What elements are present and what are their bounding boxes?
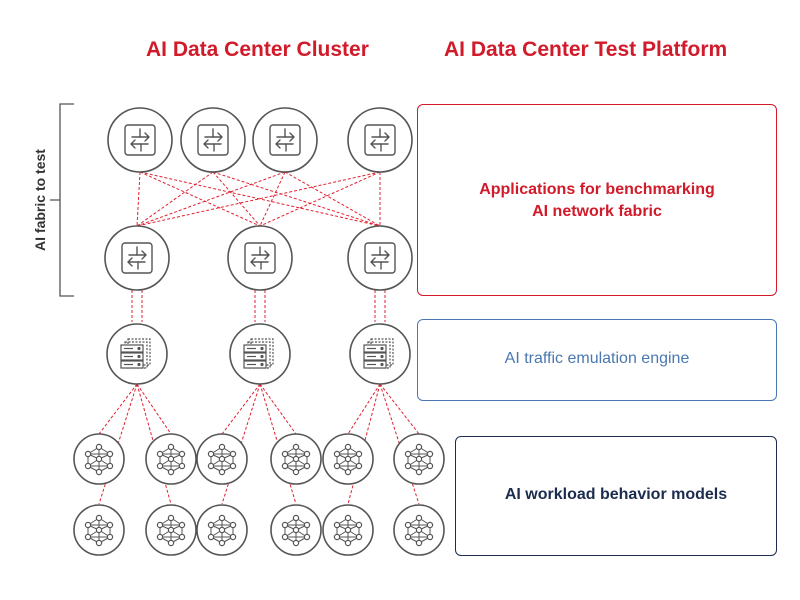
- workload-label: AI workload behavior models: [504, 486, 728, 503]
- neural-network-icon: [404, 443, 434, 476]
- workload-node: [270, 433, 322, 485]
- server-stack-icon: [120, 338, 151, 369]
- neural-network-icon: [404, 514, 434, 547]
- neural-network-icon: [84, 443, 114, 476]
- fabric-link: [136, 171, 286, 227]
- neural-network-icon: [333, 514, 363, 547]
- spine-switch-node: [107, 107, 173, 173]
- fabric-link: [284, 171, 381, 227]
- server-workload-link: [136, 383, 172, 435]
- switch-icon: [244, 242, 276, 274]
- neural-network-icon: [333, 443, 363, 476]
- fabric-bracket-line: [50, 103, 74, 297]
- neural-network-icon: [156, 443, 186, 476]
- switch-icon: [197, 124, 229, 156]
- platform-heading: AI Data Center Test Platform: [444, 38, 728, 61]
- fabric-link: [212, 171, 261, 227]
- spine-switch-node: [347, 107, 413, 173]
- neural-network-icon: [207, 443, 237, 476]
- workload-node: [322, 433, 374, 485]
- leaf-switch-node: [104, 225, 170, 291]
- leaf-switch-node: [227, 225, 293, 291]
- applications-box: Applications for benchmarking AI network…: [417, 104, 777, 296]
- server-workload-link: [98, 383, 138, 435]
- switch-icon: [364, 124, 396, 156]
- server-workload-link: [379, 383, 420, 505]
- applications-label: Applications for benchmarking AI network…: [418, 179, 776, 223]
- spine-switch-node: [180, 107, 246, 173]
- workload-node: [322, 504, 374, 556]
- workload-node: [196, 433, 248, 485]
- server-workload-link: [259, 383, 297, 435]
- workload-node: [145, 504, 197, 556]
- server-node: [106, 323, 168, 385]
- workload-node: [393, 433, 445, 485]
- spine-switch-node: [252, 107, 318, 173]
- workload-node: [73, 504, 125, 556]
- server-workload-link: [221, 383, 261, 435]
- fabric-bracket: [50, 103, 74, 297]
- neural-network-icon: [156, 514, 186, 547]
- server-workload-link: [379, 383, 420, 435]
- fabric-link: [136, 171, 381, 227]
- fabric-link: [212, 171, 381, 227]
- fabric-link: [139, 171, 261, 227]
- switch-icon: [364, 242, 396, 274]
- cluster-heading: AI Data Center Cluster: [146, 38, 369, 61]
- workload-box: AI workload behavior models: [455, 436, 777, 556]
- traffic-label: AI traffic emulation engine: [504, 350, 690, 367]
- neural-network-icon: [281, 514, 311, 547]
- server-node: [229, 323, 291, 385]
- neural-network-icon: [84, 514, 114, 547]
- workload-node: [73, 433, 125, 485]
- server-node: [349, 323, 411, 385]
- leaf-switch-node: [347, 225, 413, 291]
- workload-node: [145, 433, 197, 485]
- traffic-box: AI traffic emulation engine: [417, 319, 777, 401]
- applications-label-line-1: Applications for benchmarking: [479, 181, 715, 198]
- applications-label-line-2: AI network fabric: [532, 203, 662, 220]
- server-stack-icon: [243, 338, 274, 369]
- switch-icon: [269, 124, 301, 156]
- server-workload-link: [347, 383, 381, 435]
- workload-node: [196, 504, 248, 556]
- neural-network-icon: [207, 514, 237, 547]
- switch-icon: [121, 242, 153, 274]
- workload-node: [393, 504, 445, 556]
- switch-icon: [124, 124, 156, 156]
- fabric-link: [136, 171, 141, 227]
- server-stack-icon: [363, 338, 394, 369]
- neural-network-icon: [281, 443, 311, 476]
- workload-node: [270, 504, 322, 556]
- fabric-link: [136, 171, 214, 227]
- fabric-link: [259, 171, 381, 227]
